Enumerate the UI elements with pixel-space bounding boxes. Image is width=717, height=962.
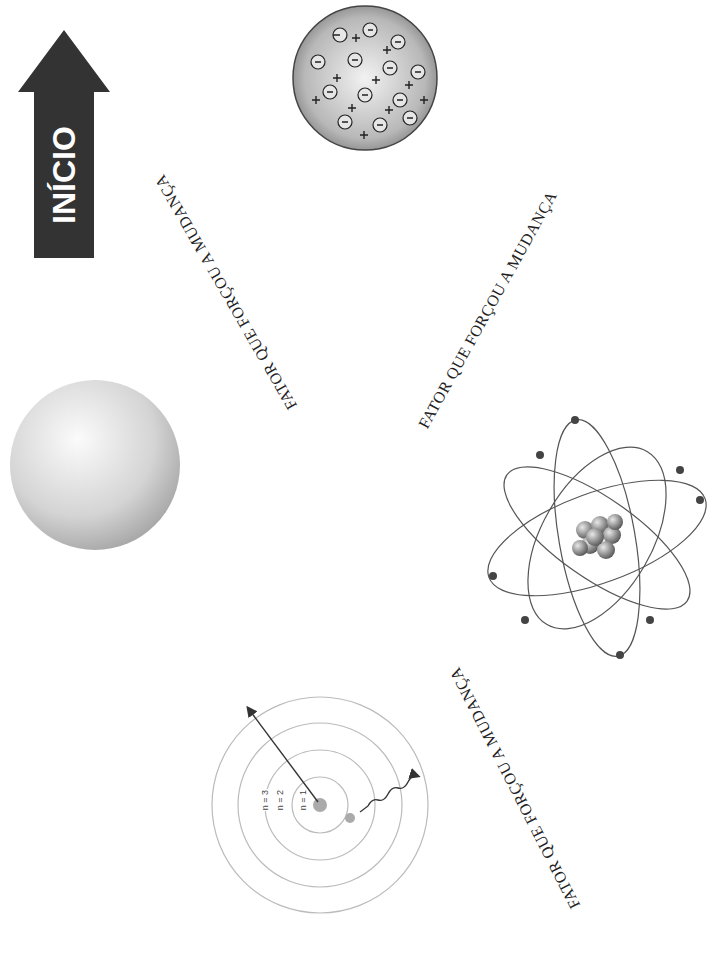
dalton-model <box>10 380 180 550</box>
orbit-label: n = 2 <box>276 789 285 811</box>
change-factor-label: FATOR QUE FORÇOU A MUDANÇA <box>446 664 584 911</box>
change-factor-label: FATOR QUE FORÇOU A MUDANÇA <box>151 171 301 412</box>
orbit-label: n = 1 <box>299 789 308 811</box>
bohr-model <box>212 697 428 913</box>
thomson-model <box>293 6 437 150</box>
change-factor-label: FATOR QUE FORÇOU A MUDANÇA <box>415 188 561 432</box>
orbit-label: n = 3 <box>261 789 270 811</box>
start-label: INÍCIO <box>46 126 83 224</box>
rutherford-model <box>474 413 717 663</box>
start-arrow: INÍCIO <box>18 30 110 258</box>
